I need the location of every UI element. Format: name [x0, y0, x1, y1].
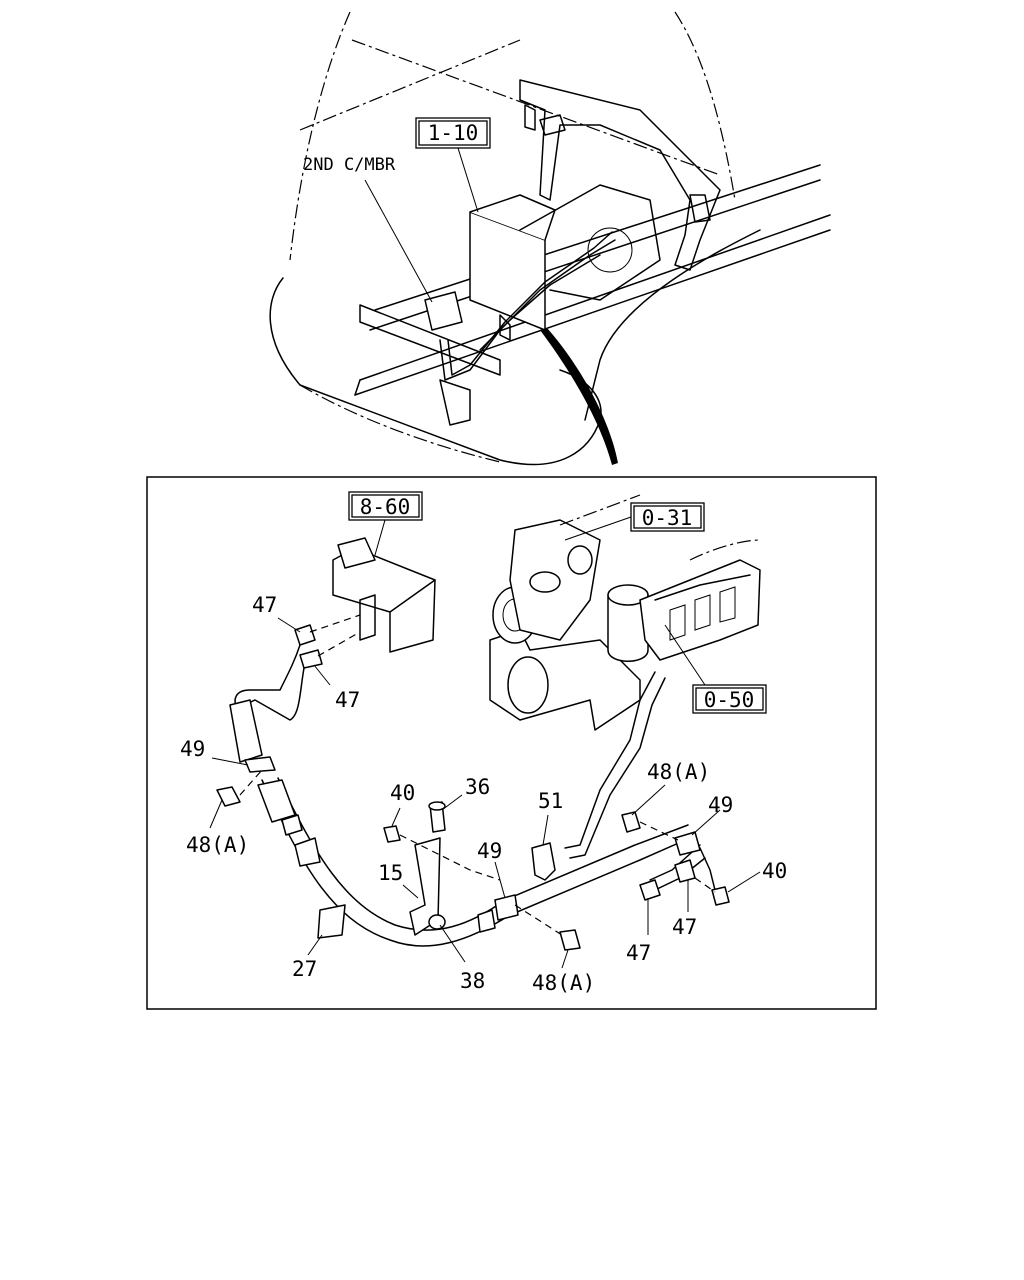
frame-rail — [374, 164, 821, 311]
frame-bracket — [519, 79, 721, 271]
callout-36[interactable]: 36 — [465, 775, 490, 799]
hose-sleeve — [229, 699, 263, 763]
engine-pipe — [564, 671, 656, 849]
callout-48a-bottom[interactable]: 48(A) — [532, 971, 595, 995]
cab-outline — [289, 11, 351, 261]
bolt-48a-bottom — [559, 929, 581, 951]
ref-box-8-60[interactable]: 8-60 — [348, 491, 423, 521]
callout-49-mid[interactable]: 49 — [477, 839, 502, 863]
detail-pointer — [540, 328, 618, 465]
cooler — [424, 291, 463, 331]
svg-text:0-31: 0-31 — [642, 506, 693, 530]
nut-40-right — [711, 886, 730, 906]
ref-box-0-50[interactable]: 0-50 — [692, 684, 767, 714]
clamp-49-mid — [494, 894, 519, 921]
overview-illustration: 1-10 2ND C/MBR — [269, 11, 831, 466]
callout-47-b[interactable]: 47 — [335, 688, 360, 712]
cross-member — [359, 304, 501, 376]
hose-tag — [317, 904, 346, 939]
callout-15[interactable]: 15 — [378, 861, 403, 885]
engine-block — [519, 184, 661, 301]
bolt-48a-left — [216, 786, 241, 807]
callout-47-a[interactable]: 47 — [252, 593, 277, 617]
ref-box-1-10[interactable]: 1-10 — [415, 117, 491, 149]
callout-48a-left[interactable]: 48(A) — [186, 833, 249, 857]
callout-48a-right[interactable]: 48(A) — [647, 760, 710, 784]
clamp-49-right — [674, 831, 701, 856]
ref-box-0-31[interactable]: 0-31 — [630, 502, 705, 532]
fitting-47-right — [639, 879, 661, 901]
callout-leaders — [209, 617, 761, 969]
callout-47-right-a[interactable]: 47 — [626, 941, 651, 965]
detail-frame — [146, 476, 877, 1010]
callout-51[interactable]: 51 — [538, 789, 563, 813]
bolt-48a-right — [621, 811, 641, 833]
svg-text:1-10: 1-10 — [428, 121, 479, 145]
bracket-51 — [531, 842, 556, 881]
detail-illustration: 8-60 0-31 0-50 — [180, 491, 787, 995]
nut-40-left — [383, 825, 401, 843]
hose-fitting — [294, 624, 316, 646]
intake-manifold — [639, 559, 761, 661]
callout-49-left[interactable]: 49 — [180, 737, 205, 761]
callout-47-right-b[interactable]: 47 — [672, 915, 697, 939]
svg-text:8-60: 8-60 — [360, 495, 411, 519]
clamp-49-left — [244, 756, 276, 773]
callout-38[interactable]: 38 — [460, 969, 485, 993]
cab-body — [269, 277, 602, 466]
member-label: 2ND C/MBR — [303, 155, 396, 175]
callout-49-right[interactable]: 49 — [708, 793, 733, 817]
oil-filter — [607, 594, 649, 662]
pipe-left — [234, 644, 301, 711]
svg-text:0-50: 0-50 — [704, 688, 755, 712]
callout-27[interactable]: 27 — [292, 957, 317, 981]
bracket-15 — [409, 837, 441, 936]
nut-38 — [428, 914, 446, 930]
callout-40-right[interactable]: 40 — [762, 859, 787, 883]
callout-40-left[interactable]: 40 — [390, 781, 415, 805]
